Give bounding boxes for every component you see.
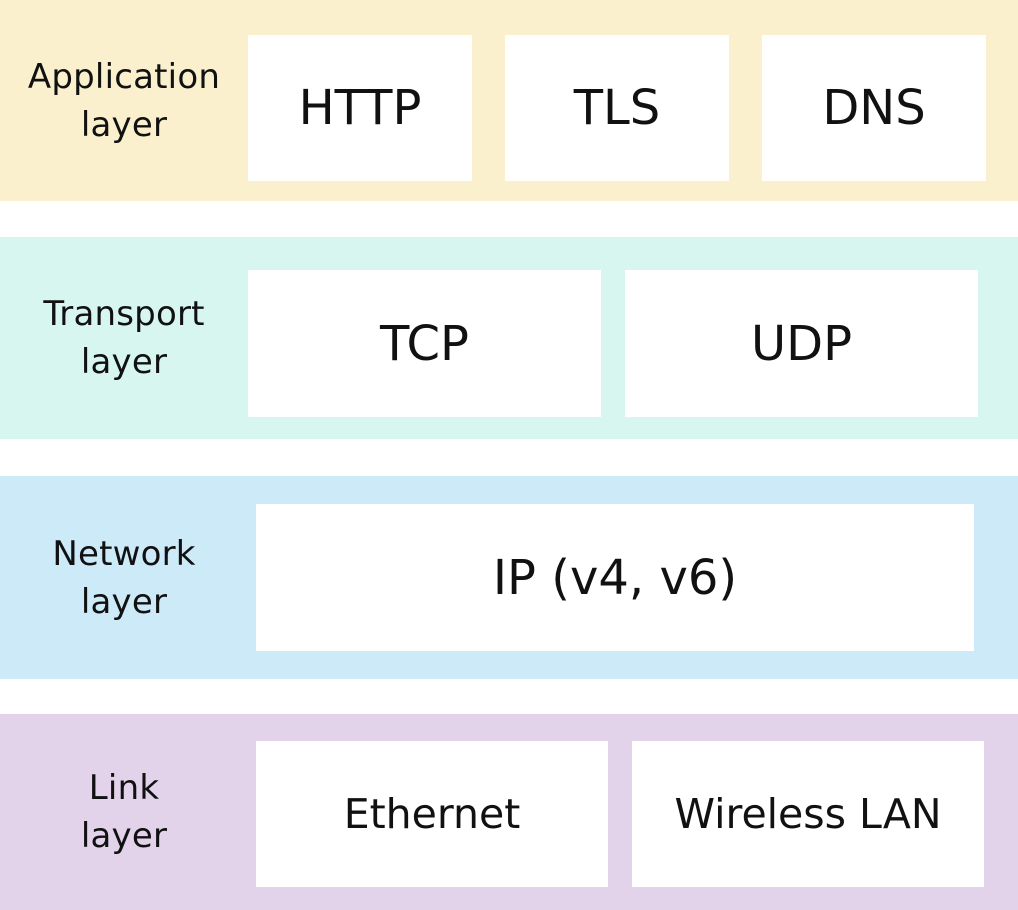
- transport-layer-band: Transport layer TCP UDP: [0, 237, 1018, 439]
- layer-label-line1: Application: [27, 56, 221, 97]
- layer-label-line2: layer: [80, 342, 168, 382]
- layer-label-line2: layer: [80, 581, 168, 622]
- protocol-box-wireless-lan: Wireless LAN: [632, 741, 984, 887]
- link-layer-band: Link layer Ethernet Wireless LAN: [0, 714, 1018, 910]
- application-layer-label: Application layer: [0, 0, 248, 201]
- layer-label-line1: Link: [88, 768, 160, 808]
- transport-layer-label: Transport layer: [0, 237, 248, 439]
- protocol-box-ip: IP (v4, v6): [256, 504, 974, 651]
- layer-label-line1: Transport: [43, 294, 205, 334]
- network-layer-label: Network layer: [0, 476, 248, 679]
- layer-label-line2: layer: [80, 104, 168, 145]
- protocol-box-ethernet: Ethernet: [256, 741, 608, 887]
- protocol-box-http: HTTP: [248, 35, 472, 181]
- protocol-box-udp: UDP: [625, 270, 978, 417]
- application-layer-band: Application layer HTTP TLS DNS: [0, 0, 1018, 201]
- layer-label-line1: Network: [52, 533, 196, 574]
- network-layer-band: Network layer IP (v4, v6): [0, 476, 1018, 679]
- link-layer-label: Link layer: [0, 714, 248, 910]
- protocol-box-tcp: TCP: [248, 270, 601, 417]
- protocol-box-tls: TLS: [505, 35, 729, 181]
- protocol-box-dns: DNS: [762, 35, 986, 181]
- layer-label-line2: layer: [80, 816, 168, 856]
